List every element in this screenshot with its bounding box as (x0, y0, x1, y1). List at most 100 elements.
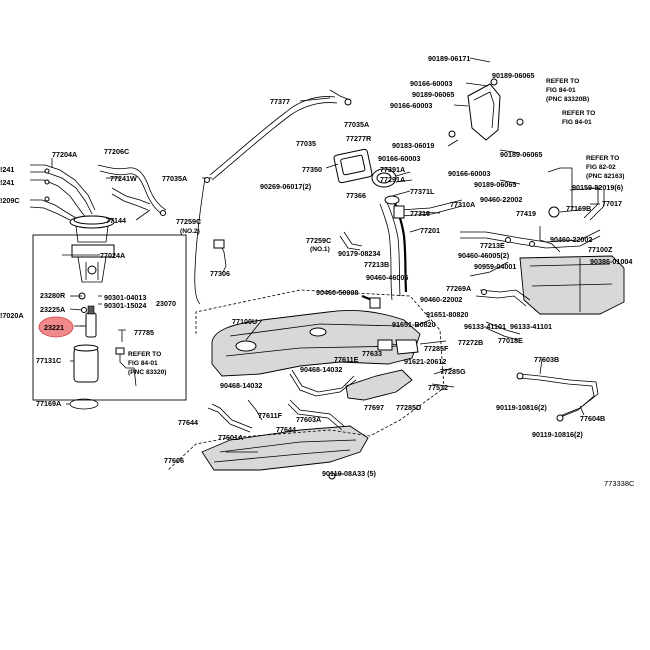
clamp-77035a (202, 177, 212, 183)
label-77512[interactable]: 77512 (428, 383, 448, 392)
label-77350[interactable]: 77350 (302, 165, 322, 174)
label-90460-22002[interactable]: 90460-22002 (550, 235, 592, 244)
label-77144[interactable]: 77144 (106, 216, 126, 225)
label-241[interactable]: !241 (0, 178, 14, 187)
label-77366[interactable]: 77366 (346, 191, 366, 200)
label-77633[interactable]: 77633 (362, 349, 382, 358)
label-90269-06017[interactable]: 90269-06017(2) (260, 182, 312, 191)
label-77024a[interactable]: 77024A (100, 251, 125, 260)
label-23221[interactable]: 23221 (44, 323, 64, 332)
label-77285f[interactable]: 77285F (424, 344, 449, 353)
label-7020a[interactable]: !7020A (0, 311, 24, 320)
label-77259c-no1: (NO.1) (310, 246, 330, 253)
fuel-hose-77206c (97, 164, 167, 216)
label-90460-50008[interactable]: 90460-50008 (316, 288, 358, 297)
label-77306[interactable]: 77306 (210, 269, 230, 278)
highlighted-part-marker[interactable] (38, 316, 74, 338)
label-90301-15024[interactable]: 90301-15024 (104, 301, 146, 310)
label-77785[interactable]: 77785 (134, 328, 154, 337)
tube-90460-50008 (361, 294, 381, 309)
label-23280r[interactable]: 23280R (40, 291, 66, 300)
label-77213e[interactable]: 77213E (480, 241, 505, 250)
label-77241w[interactable]: 77241W (110, 174, 137, 183)
label-90460-22002[interactable]: 90460-22002 (420, 295, 462, 304)
breather-tube-77213e (460, 229, 601, 249)
label-241[interactable]: !241 (0, 165, 14, 174)
label-77272b[interactable]: 77272B (458, 338, 483, 347)
label-90119-10816[interactable]: 90119-10816(2) (532, 430, 583, 439)
label-77644[interactable]: 77644 (276, 425, 296, 434)
label-77017[interactable]: 77017 (602, 199, 622, 208)
label-77169a[interactable]: 77169A (36, 399, 61, 408)
label-90119-10816[interactable]: 90119-10816(2) (496, 403, 547, 412)
label-77259c[interactable]: 77259C (176, 217, 201, 226)
label-77213b[interactable]: 77213B (364, 260, 389, 269)
label-90166-60003[interactable]: 90166-60003 (390, 101, 432, 110)
label-90179-08234[interactable]: 90179-08234 (338, 249, 380, 258)
label-90468-14032[interactable]: 90468-14032 (300, 365, 342, 374)
label-90189-06065[interactable]: 90189-06065 (492, 71, 534, 80)
label-77277r[interactable]: 77277R (346, 134, 372, 143)
label-90386-01004[interactable]: 90386-01004 (590, 257, 632, 266)
label-91651-80820[interactable]: 91651-80820 (426, 310, 468, 319)
label-77644[interactable]: 77644 (178, 418, 198, 427)
label-77035a[interactable]: 77035A (162, 174, 187, 183)
label-77603a[interactable]: 77603A (296, 415, 321, 424)
label-90468-14032[interactable]: 90468-14032 (220, 381, 262, 390)
protector-77285f (395, 339, 419, 355)
label-90460-22002[interactable]: 90460-22002 (480, 195, 522, 204)
label-77611f[interactable]: 77611F (258, 411, 283, 420)
label-77131c[interactable]: 77131C (36, 356, 61, 365)
label-90189-06065[interactable]: 90189-06065 (474, 180, 516, 189)
label-90959-04001[interactable]: 90959-04001 (474, 262, 516, 271)
label-77604b[interactable]: 77604B (580, 414, 605, 423)
fuel-inlet-box-77350 (333, 148, 373, 184)
label-77169b[interactable]: 77169B (566, 204, 591, 213)
label-90183-06019[interactable]: 90183-06019 (392, 141, 434, 150)
label-77310a[interactable]: 77310A (450, 200, 475, 209)
label-77601a[interactable]: 77601A (218, 433, 243, 442)
label-90159-52019[interactable]: 90159-52019(6) (572, 183, 624, 192)
label-77204a[interactable]: 77204A (52, 150, 77, 159)
label-77697[interactable]: 77697 (364, 403, 384, 412)
label-77371l[interactable]: 77371L (410, 187, 435, 196)
label-90166-60003[interactable]: 90166-60003 (378, 154, 420, 163)
label-77285g[interactable]: 77285G (440, 367, 466, 376)
label-77316[interactable]: 77316 (410, 209, 430, 218)
label-77259c[interactable]: 77259C (306, 236, 331, 245)
label-77611e[interactable]: 77611E (334, 355, 359, 364)
label-90460-46006[interactable]: 90460-46006 (366, 273, 408, 282)
label-77377[interactable]: 77377 (270, 97, 290, 106)
label-90166-60003[interactable]: 90166-60003 (448, 169, 490, 178)
label-77035a[interactable]: 77035A (344, 120, 369, 129)
label-96133-41101[interactable]: 96133-41101 (464, 322, 506, 331)
label-77606[interactable]: 77606 (164, 456, 184, 465)
label-77018e[interactable]: 77018E (498, 336, 523, 345)
label-90119-08a33[interactable]: 90119-08A33 (5) (322, 469, 377, 478)
label-77391a[interactable]: 77391A (380, 165, 405, 174)
label-90189-06065[interactable]: 90189-06065 (412, 90, 454, 99)
label-77201[interactable]: 77201 (420, 226, 440, 235)
label-90189-06171[interactable]: 90189-06171 (428, 54, 470, 63)
label-77100z[interactable]: 77100Z (588, 245, 613, 254)
label-77419[interactable]: 77419 (516, 209, 536, 218)
label-91621-20612[interactable]: 91621-20612 (404, 357, 446, 366)
label-77285d[interactable]: 77285D (396, 403, 421, 412)
label-77269a[interactable]: 77269A (446, 284, 471, 293)
bracket-77277r (448, 78, 524, 141)
label-23070[interactable]: 23070 (156, 299, 176, 308)
label-209c[interactable]: !209C (0, 196, 20, 205)
label-77035[interactable]: 77035 (296, 139, 316, 148)
label-96133-41101[interactable]: 96133-41101 (510, 322, 552, 331)
label-90301-04013[interactable]: 90301-04013 (104, 293, 146, 302)
label-77603b[interactable]: 77603B (534, 355, 559, 364)
label-77206c[interactable]: 77206C (104, 147, 129, 156)
label-91651-b0820[interactable]: 91651-B0820 (392, 320, 436, 329)
label-77100u[interactable]: 77100U (232, 317, 257, 326)
label-23225a[interactable]: 23225A (40, 305, 65, 314)
label-90166-60003[interactable]: 90166-60003 (410, 79, 452, 88)
fuel-tube-77018e (485, 321, 521, 341)
label-90460-46005[interactable]: 90460-46005(2) (458, 251, 510, 260)
label-90189-06065[interactable]: 90189-06065 (500, 150, 542, 159)
label-77291a[interactable]: 77291A (380, 175, 405, 184)
